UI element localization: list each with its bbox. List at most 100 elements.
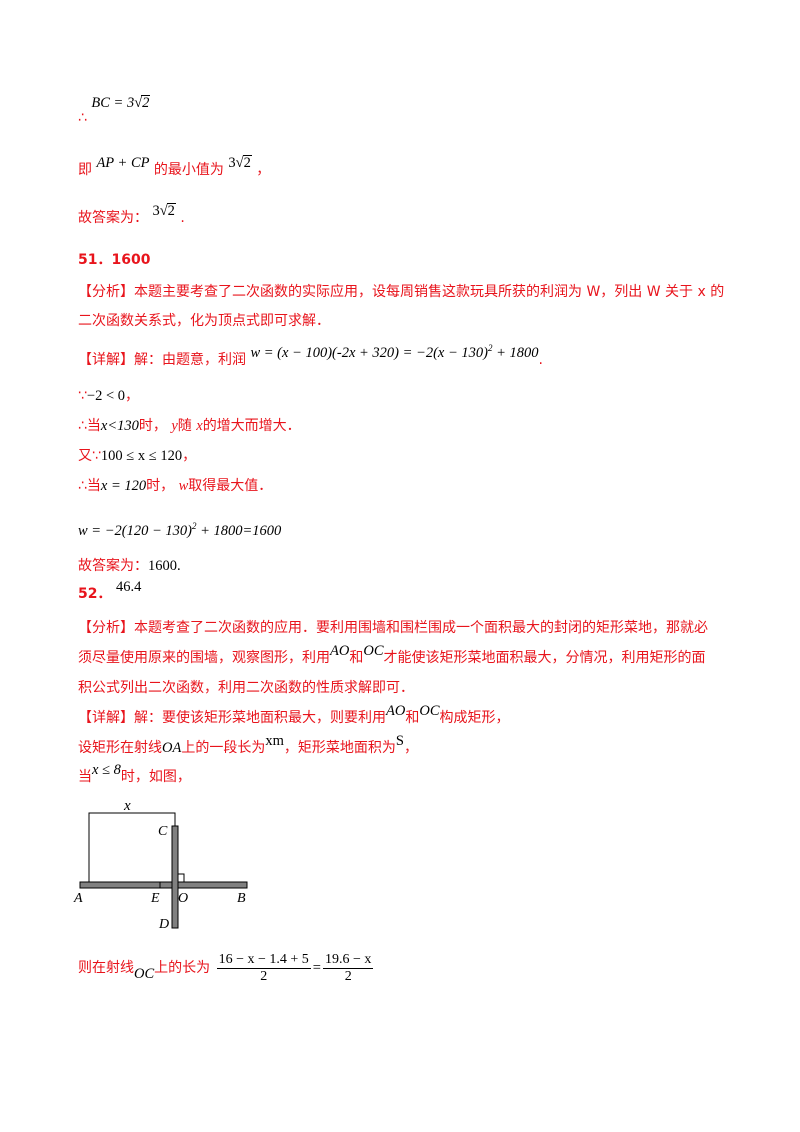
- formula-ao: AO: [330, 643, 350, 659]
- numerator: 19.6 − x: [322, 951, 374, 969]
- text: 当: [86, 478, 101, 494]
- label-d: D: [158, 917, 169, 932]
- formula-oc: OC: [363, 643, 384, 659]
- var-x: x: [196, 418, 203, 434]
- line-setup: 设矩形在射线OA上的一段长为xm，矩形菜地面积为S，: [78, 733, 418, 758]
- text: ，矩形菜地面积为: [283, 740, 396, 756]
- numerator: 16 − x − 1.4 + 5: [216, 951, 311, 969]
- text: 上的长为: [154, 960, 211, 976]
- because-symbol: ∵: [78, 388, 87, 404]
- coef: 3: [152, 203, 160, 219]
- problem-answer: 46.4: [115, 579, 142, 595]
- denominator: 2: [260, 968, 268, 984]
- wall-horizontal: [79, 881, 248, 889]
- text: 当: [78, 769, 92, 785]
- formula-part: w = (x − 100)(-2x + 320) = −2(x − 130): [250, 344, 488, 361]
- formula-bc-text: BC = 3: [91, 95, 135, 111]
- therefore-symbol: ∴: [78, 110, 87, 126]
- analysis-52-cont: 须尽量使用原来的围墙，观察图形，利用AO和OC才能使该矩形菜地面积最大，分情况，…: [78, 643, 706, 668]
- text: 随: [177, 418, 192, 434]
- text: 解：由题意，利润: [134, 351, 246, 368]
- analysis-text: 二次函数关系式，化为顶点式即可求解．: [78, 313, 330, 329]
- line-answer-1: 故答案为： 3√2 .: [78, 203, 185, 228]
- text: 须尽量使用原来的围墙，观察图形，利用: [78, 650, 330, 666]
- formula: x<130: [100, 418, 139, 434]
- answer-value: 1600.: [148, 558, 181, 574]
- text: ，: [403, 740, 418, 756]
- problem-51-header: 51．1600: [78, 250, 150, 270]
- text: .: [538, 351, 543, 368]
- text: 设矩形在射线: [78, 740, 162, 756]
- problem-answer: 1600: [111, 252, 151, 268]
- formula-min: 3√2: [228, 155, 252, 171]
- label-e: E: [150, 891, 160, 906]
- because-symbol: ∵: [92, 448, 101, 464]
- analysis-52: 【分析】本题考查了二次函数的应用．要利用围墙和围栏围成一个面积最大的封闭的矩形菜…: [78, 618, 708, 638]
- text: 上的一段长为: [181, 740, 266, 756]
- right-angle-mark: [178, 873, 185, 882]
- sqrt-sign: √: [134, 95, 143, 111]
- line-because-negative: ∵−2 < 0，: [78, 386, 139, 406]
- formula-oc: OC: [419, 703, 440, 719]
- text: 的最小值为: [153, 162, 224, 178]
- therefore-symbol: ∴: [78, 478, 87, 494]
- exponent: 2: [487, 343, 493, 353]
- detail-52: 【详解】解：要使该矩形菜地面积最大，则要利用AO和OC构成矩形，: [78, 703, 510, 728]
- w-formula: w = −2(120 − 130)2 + 1800=1600: [78, 521, 282, 539]
- formula: 100 ≤ x ≤ 120: [100, 448, 183, 464]
- formula-oc: OC: [134, 966, 155, 982]
- label-o: O: [178, 891, 188, 906]
- formula-ap-cp: AP + CP: [96, 155, 150, 171]
- analysis-51-cont: 二次函数关系式，化为顶点式即可求解．: [78, 311, 330, 331]
- label-b: B: [237, 891, 246, 906]
- formula-ao: AO: [386, 703, 406, 719]
- text: 构成矩形，: [439, 710, 510, 726]
- formula: −2 < 0: [86, 388, 126, 404]
- therefore-symbol: ∴: [78, 418, 87, 434]
- sqrt-radicand: 2: [141, 95, 151, 111]
- formula-part: + 1800: [492, 344, 539, 361]
- label-c: C: [158, 824, 168, 839]
- detail-tag: 【详解】: [78, 351, 134, 368]
- answer-value: 3√2: [152, 203, 176, 219]
- text: 当: [86, 418, 101, 434]
- geometry-figure: x C A E O B D: [73, 800, 248, 932]
- text: 则在射线: [78, 960, 134, 976]
- problem-52-header: 52． 46.4: [78, 579, 141, 604]
- analysis-51: 【分析】本题主要考查了二次函数的实际应用，设每周销售这款玩具所获的利润为 W，列…: [78, 282, 724, 302]
- profit-formula: w = (x − 100)(-2x + 320) = −2(x − 130)2 …: [250, 343, 539, 361]
- text: 时，: [146, 478, 175, 494]
- label-x: x: [123, 800, 131, 814]
- analysis-tag: 【分析】: [78, 620, 134, 636]
- text: 又: [78, 448, 92, 464]
- text: 才能使该矩形菜地面积最大，分情况，利用矩形的面: [383, 650, 706, 666]
- line-increasing: ∴当x<130时， y随 x的增大而增大．: [78, 416, 301, 436]
- line-min-value: 即 AP + CP 的最小值为 3√2 ，: [78, 155, 271, 180]
- formula-part: + 1800=1600: [196, 522, 282, 539]
- line-w-calc: w = −2(120 − 130)2 + 1800=1600: [78, 516, 281, 541]
- answer-label: 故答案为：: [78, 210, 148, 226]
- line-answer-51: 故答案为：1600.: [78, 556, 181, 576]
- sqrt-radicand: 2: [242, 155, 252, 171]
- line-case: 当x ≤ 8时，如图，: [78, 762, 191, 787]
- formula-s: S: [395, 733, 404, 749]
- analysis-text: 积公式列出二次函数，利用二次函数的性质求解即可．: [78, 680, 414, 696]
- text: .: [180, 210, 185, 226]
- formula: x = 120: [100, 478, 147, 494]
- answer-label: 故答案为：: [78, 558, 148, 574]
- text: 和: [405, 710, 420, 726]
- text: 时，如图，: [120, 769, 191, 785]
- line-max: ∴当x = 120时， w取得最大值．: [78, 476, 272, 496]
- text: ，: [182, 448, 197, 464]
- text: 时，: [138, 418, 167, 434]
- analysis-52-end: 积公式列出二次函数，利用二次函数的性质求解即可．: [78, 678, 414, 698]
- denominator: 2: [344, 968, 352, 984]
- label-a: A: [73, 891, 83, 906]
- problem-number: 51．: [78, 252, 112, 268]
- text: 和: [349, 650, 364, 666]
- text: ，: [256, 162, 271, 178]
- text: ，: [125, 388, 140, 404]
- analysis-text: 本题考查了二次函数的应用．要利用围墙和围栏围成一个面积最大的封闭的矩形菜地，那就…: [134, 620, 708, 636]
